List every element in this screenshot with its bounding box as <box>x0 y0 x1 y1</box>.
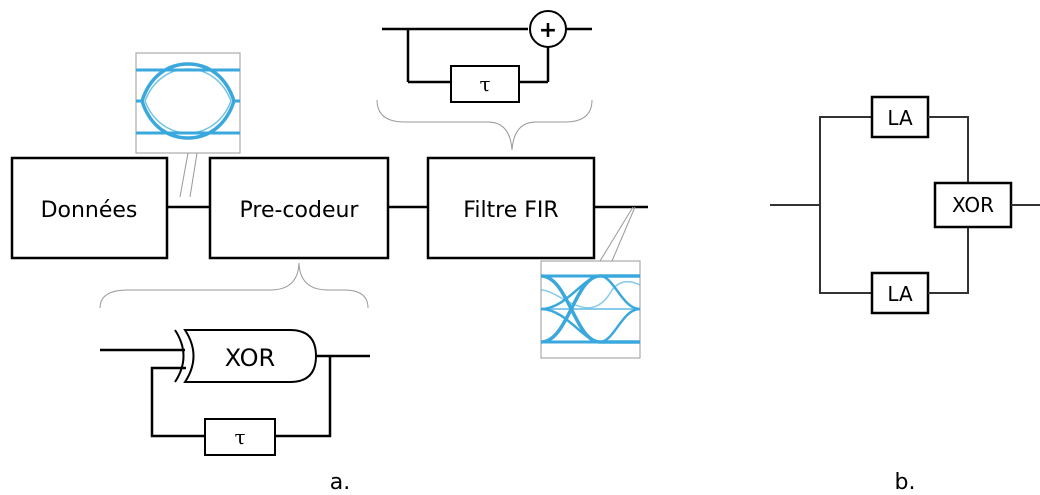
eye-diagram-input <box>135 52 241 198</box>
precodeur-label: Pre-codeur <box>240 198 360 223</box>
caption-a: a. <box>330 470 350 495</box>
fir-detail: τ + <box>382 10 592 103</box>
precoder-delay-label: τ <box>234 425 245 449</box>
fir-delay-label: τ <box>479 72 490 96</box>
fir-delay-block <box>450 65 520 103</box>
eye-diagram-output <box>540 206 641 359</box>
caption-b: b. <box>895 470 916 495</box>
xor-block-label: XOR <box>952 193 994 217</box>
xor-gate-label: XOR <box>225 344 275 372</box>
precoder-detail: XOR τ <box>100 329 370 456</box>
filtre-fir-label: Filtre FIR <box>463 198 558 223</box>
precoder-brace <box>99 262 369 309</box>
la-top-label: LA <box>887 106 913 130</box>
fir-brace <box>376 99 593 151</box>
adder-symbol: + <box>539 18 557 43</box>
figure-b: LA LA XOR <box>770 95 1040 315</box>
donnees-label: Données <box>41 198 138 223</box>
main-chain: Données Pre-codeur Filtre FIR <box>10 156 648 260</box>
la-bottom-label: LA <box>887 282 913 306</box>
xor-gate <box>183 329 318 383</box>
